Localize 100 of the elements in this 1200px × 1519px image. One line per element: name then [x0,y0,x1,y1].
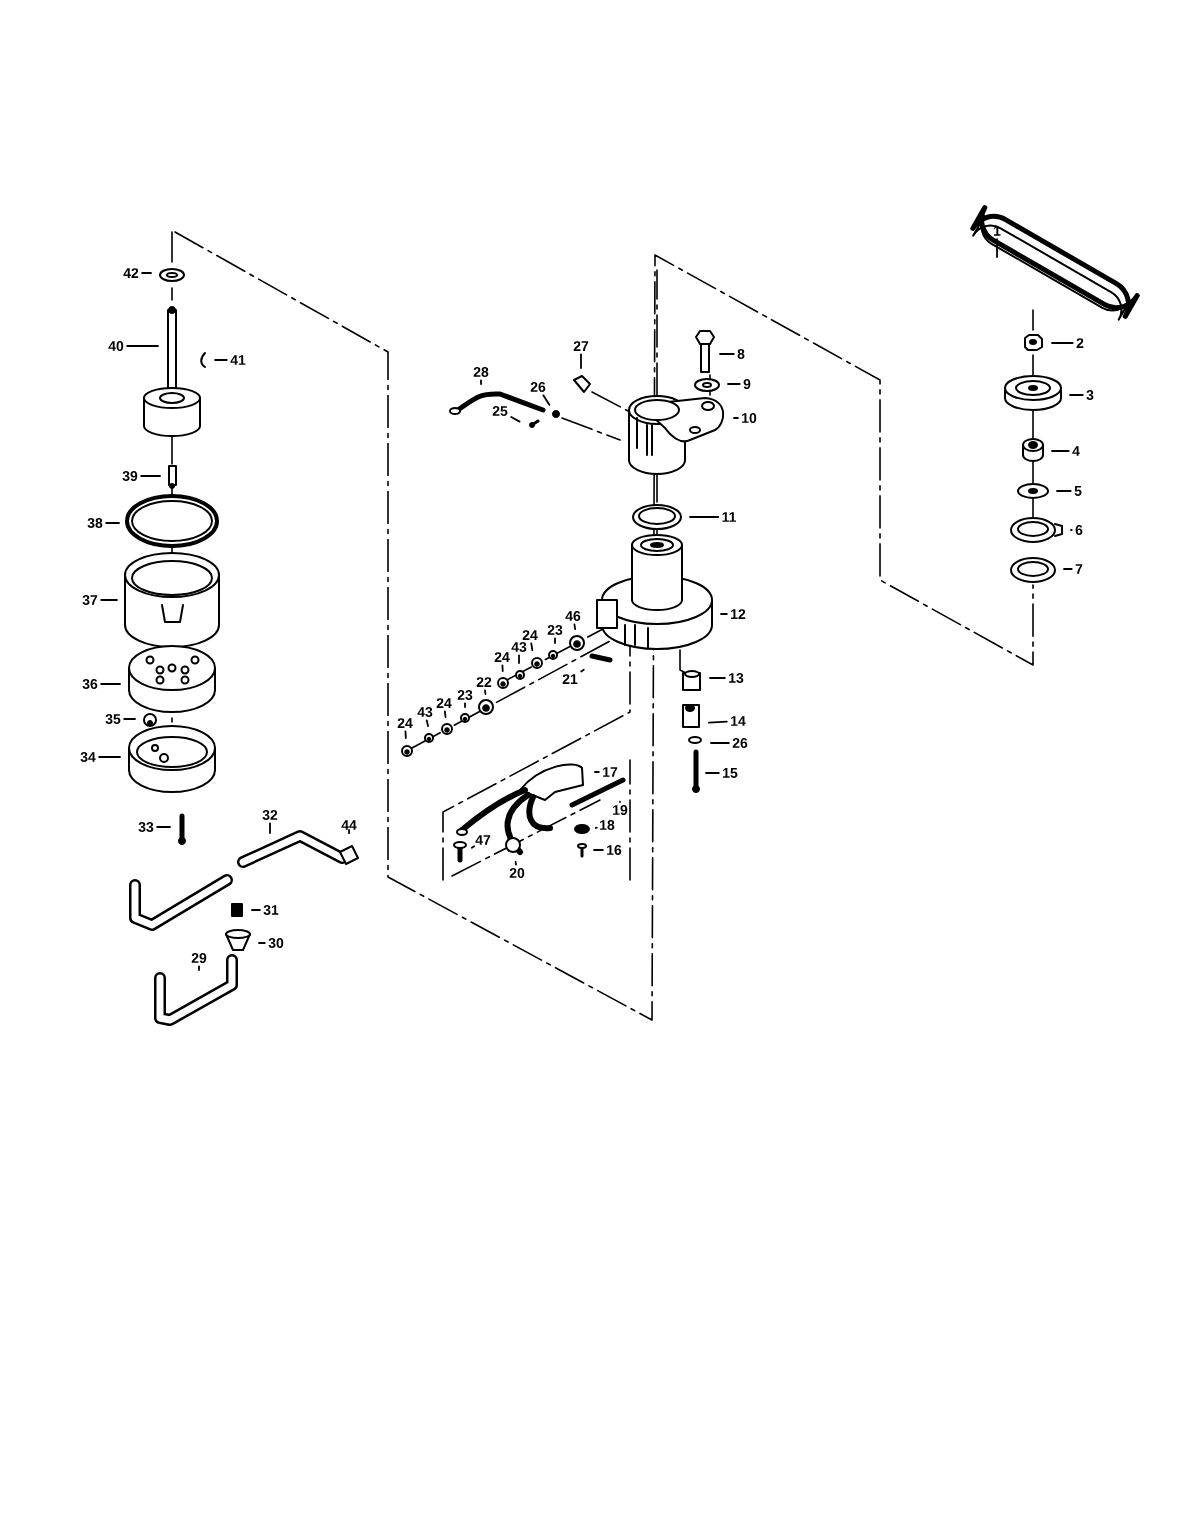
callout-number: 41 [230,355,246,365]
callout-number: 15 [723,768,738,778]
leader-line [484,689,487,695]
leader-line [156,826,171,828]
callout-number: 24 [494,652,510,662]
leader-line [554,637,556,644]
callout-number: 9 [743,379,751,389]
callout-number: 20 [509,868,525,878]
callout-number: 16 [607,845,622,855]
leader-line [542,394,551,406]
leader-line [269,822,271,834]
leader-line [705,772,720,774]
leader-line [464,702,466,708]
callout-number: 6 [1075,525,1083,535]
callout-number: 2 [1076,338,1084,348]
leader-line [573,623,577,630]
callout-number: 22 [476,677,492,687]
leader-line [100,683,121,685]
leader-line [258,942,266,944]
leader-line [720,613,728,615]
leader-line [251,909,261,911]
leader-line [140,475,161,477]
leader-line [105,522,120,524]
leader-line [530,642,534,651]
callout-number: 12 [731,609,746,619]
callout-number: 46 [565,611,581,621]
leader-line [1051,342,1074,344]
leader-line [126,345,159,347]
callout-number: 26 [530,382,546,392]
callout-number: 21 [562,674,578,684]
callout-number: 25 [492,406,508,416]
callout-number: 34 [80,752,96,762]
callout-number: 11 [722,512,736,522]
leader-line [98,756,121,758]
callout-number: 13 [729,673,744,683]
callout-number: 4 [1072,446,1080,456]
callout-number: 39 [122,471,138,481]
callout-number: 32 [262,810,278,820]
leader-line [580,668,585,673]
leader-line [1051,450,1070,452]
callout-number: 7 [1075,564,1083,574]
callout-number: 43 [511,642,527,652]
callout-number: 31 [263,905,279,915]
leader-line [198,965,200,971]
leader-line [996,238,998,258]
leader-line [100,599,118,601]
leader-line [123,718,136,720]
callout-number: 5 [1074,486,1082,496]
leader-line [214,359,228,361]
leader-line [518,654,520,664]
leader-line [727,383,741,385]
leader-line [444,710,447,718]
callout-number: 30 [268,938,284,948]
callout-number: 24 [522,630,538,640]
callout-number: 27 [573,341,589,351]
leader-line [470,845,475,849]
callout-number: 33 [138,822,154,832]
callout-number: 43 [417,707,433,717]
callout-number: 37 [82,595,98,605]
callout-number: 23 [457,690,473,700]
callout-number: 26 [732,738,748,748]
callout-number: 44 [341,820,357,830]
callout-number: 47 [475,835,491,845]
callout-number: 29 [191,953,207,963]
leader-line [348,829,350,835]
leader-line [480,379,482,385]
leader-line [733,417,739,419]
callout-number: 23 [547,625,563,635]
callout-number: 24 [436,698,452,708]
leader-line [709,677,726,679]
leader-line [719,353,735,355]
callout-number: 35 [105,714,121,724]
callout-number: 28 [473,367,489,377]
callout-number: 40 [108,341,124,351]
leader-line [619,800,621,803]
leader-line [1063,568,1073,570]
callout-number: 36 [82,679,98,689]
callout-number: 19 [613,805,628,815]
leader-line [708,720,728,724]
callout-number: 8 [737,349,745,359]
callout-number: 17 [603,767,618,777]
callout-number: 42 [123,268,139,278]
leader-line [594,771,600,773]
leader-line [1069,394,1084,396]
callout-number: 18 [600,820,615,830]
callout-number: 3 [1086,390,1094,400]
leader-line [580,353,582,369]
leader-line [689,516,720,518]
leader-line [1070,529,1073,531]
leader-line [710,742,730,744]
leader-line [593,849,604,851]
leader-line [1056,490,1072,492]
callout-number: 14 [731,716,746,726]
leader-line [510,416,521,423]
leader-line [594,826,598,829]
callout-number: 10 [742,413,757,423]
leader-line [514,861,517,866]
leader-line [141,272,152,274]
callout-number: 24 [397,718,413,728]
callout-number: 38 [87,518,103,528]
